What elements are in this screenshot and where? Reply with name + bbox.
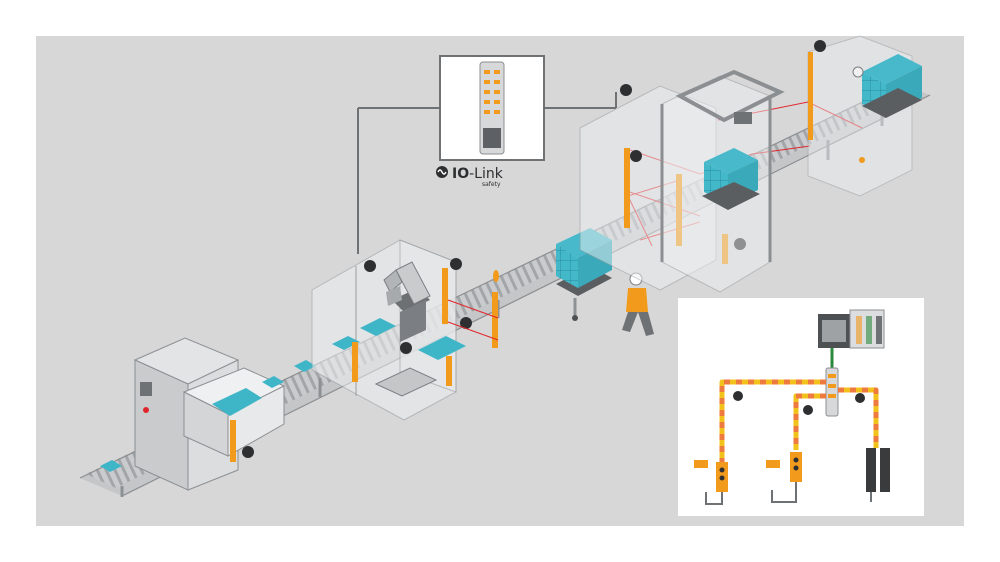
svg-text:IO-Link: IO-Link [452,166,504,182]
io-link-module-callout [439,55,617,161]
plc-icon [818,309,885,349]
light-curtain-icon [866,448,890,502]
io-link-safety-logo: IO-Link safety [436,166,504,188]
filling-machine [100,337,316,491]
logo-subtitle: safety [482,181,501,188]
safety-switch-icon [694,460,728,505]
io-link-master-icon [825,367,839,417]
brand-rest: -Link [469,166,504,182]
brand-bold: IO [452,166,469,182]
gantry-robot [660,69,785,293]
network-diagram-inset [678,298,924,516]
worker-icon [622,272,654,336]
stretch-wrap-cell [807,35,922,197]
robot-cell [311,107,499,421]
io-link-badge-icon [242,446,254,458]
robot-arm-icon [383,261,431,342]
safety-switch-icon [766,452,802,503]
